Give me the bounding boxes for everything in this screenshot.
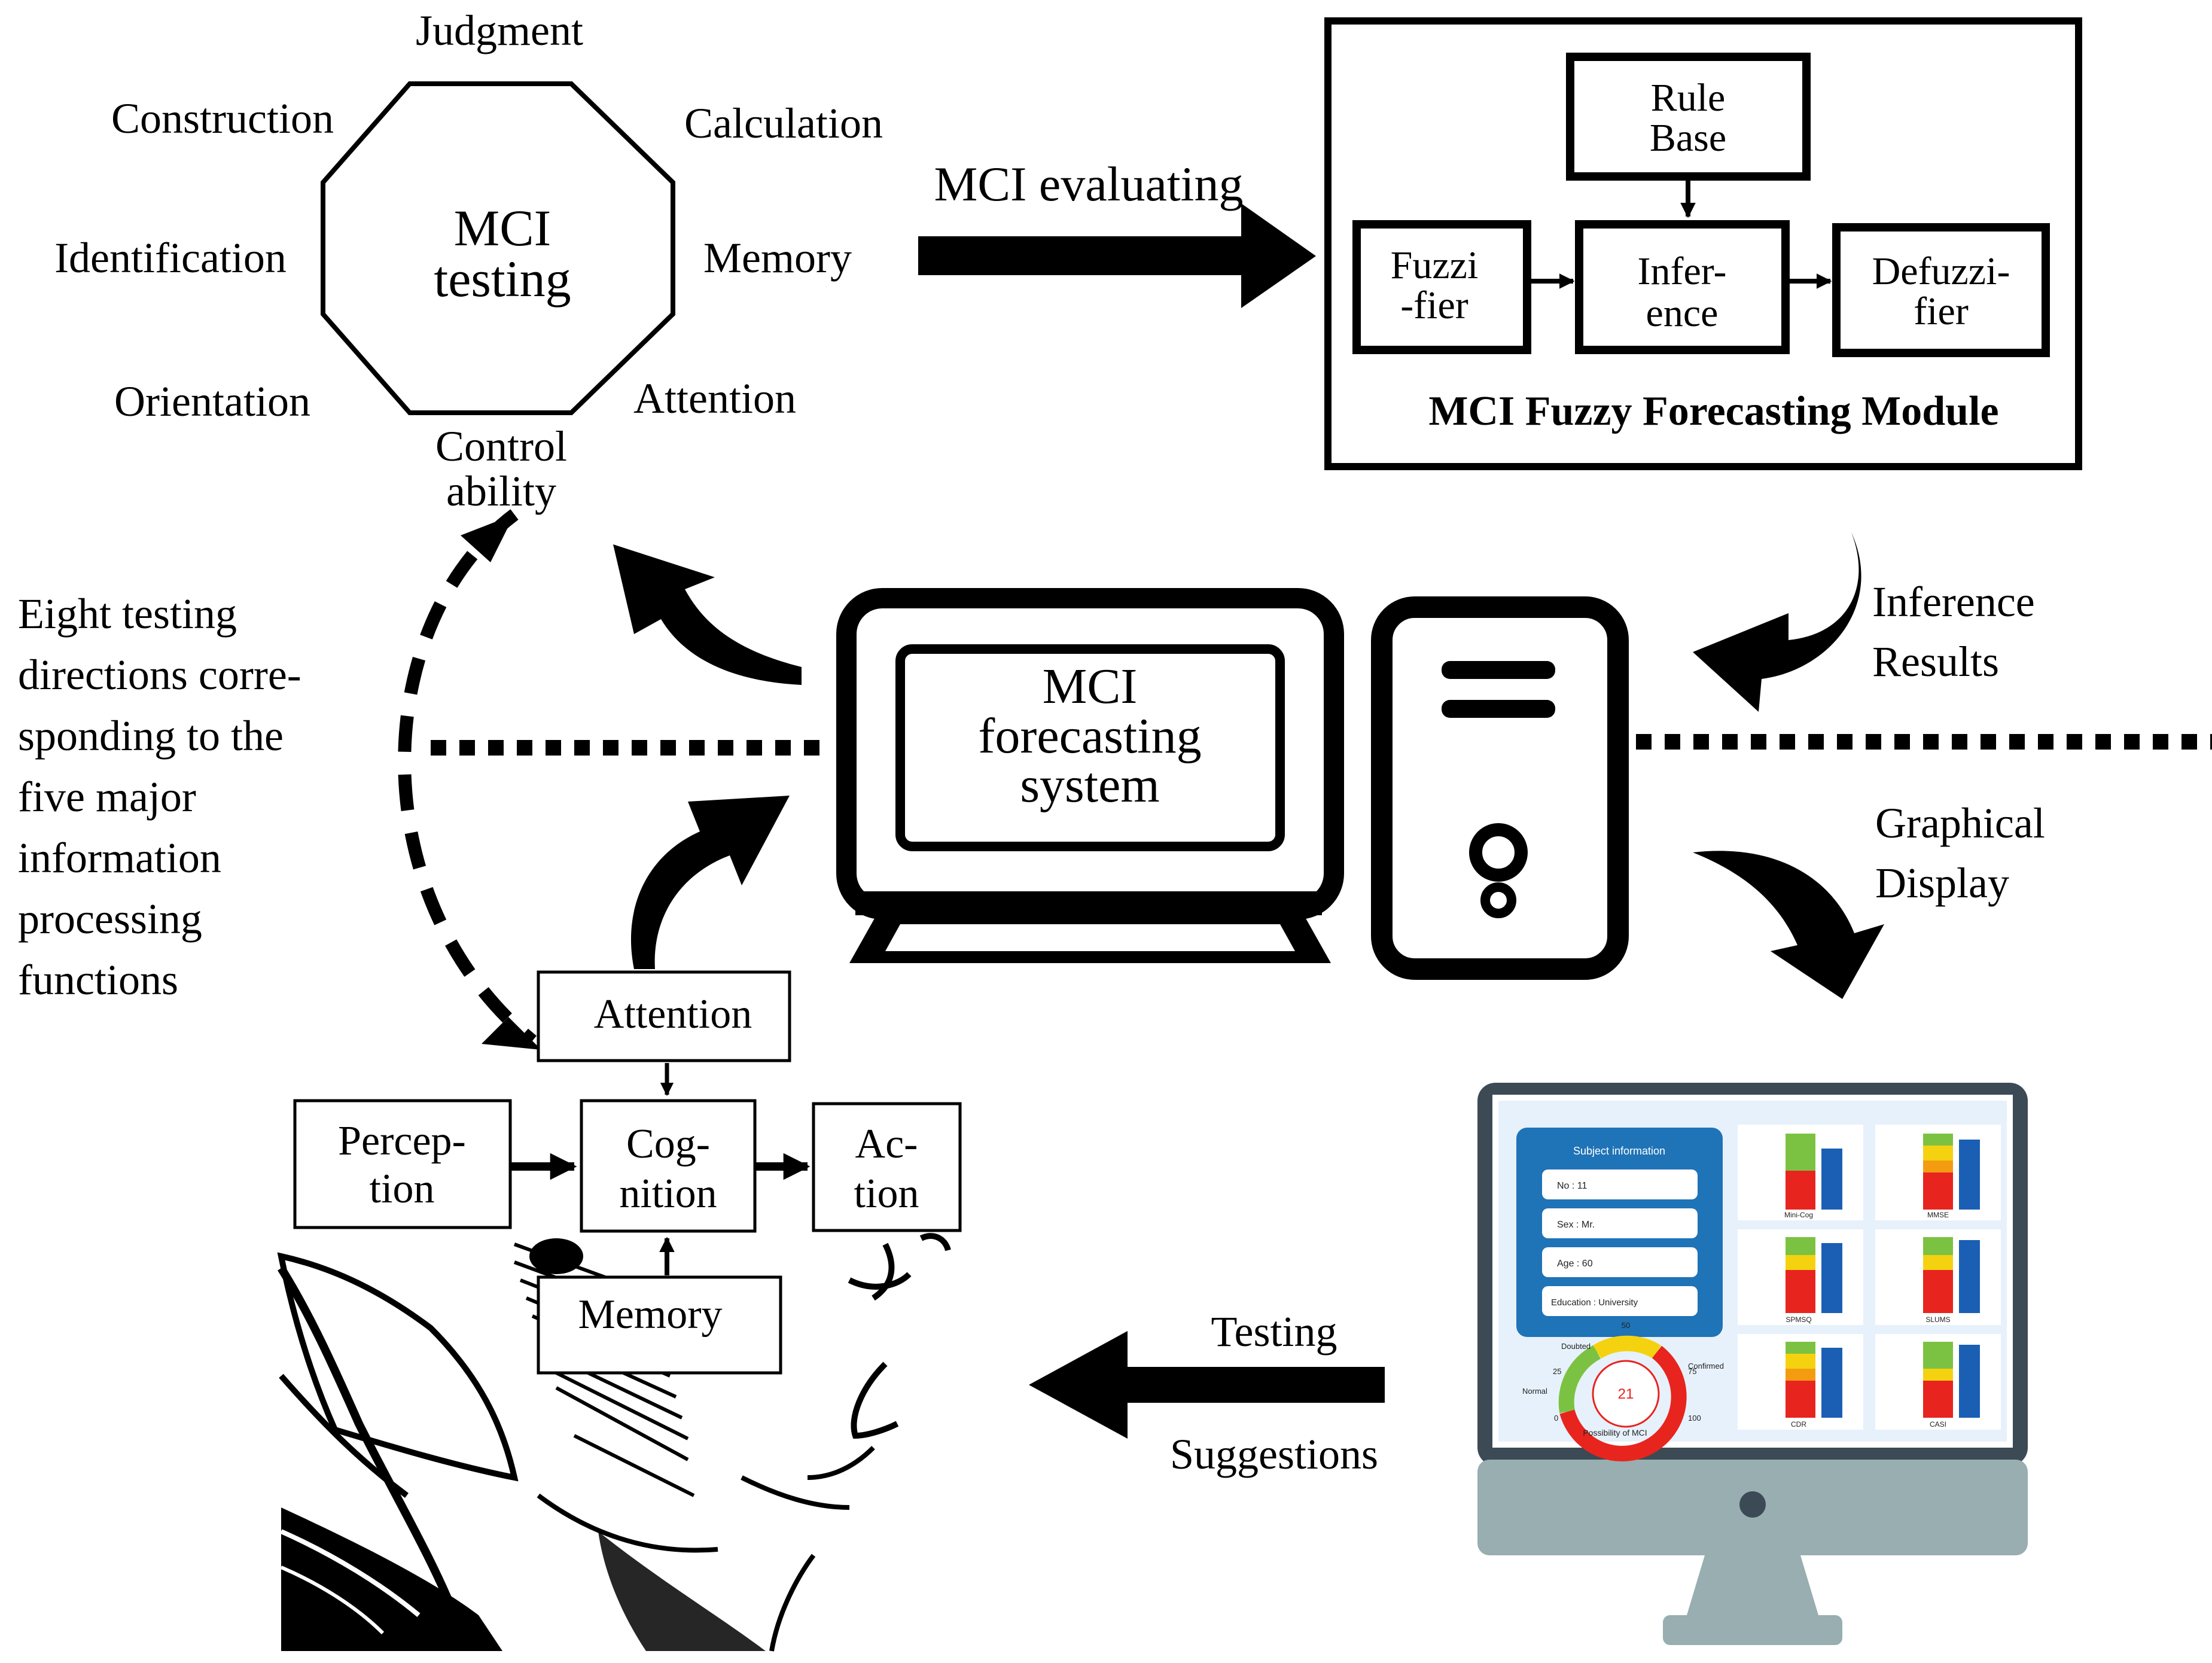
field-no: No : 11 (1557, 1181, 1588, 1191)
svg-text:tion: tion (370, 1166, 435, 1212)
inference-box (1575, 220, 1790, 354)
label-judgment: Judgment (416, 7, 583, 54)
graphical-display-1: Graphical (1875, 799, 2045, 847)
suggestions-label: Suggestions (1170, 1430, 1378, 1478)
svg-text:SLUMS: SLUMS (1925, 1315, 1950, 1324)
svg-text:Mini-Cog: Mini-Cog (1784, 1211, 1813, 1219)
fuzzy-module-title: MCI Fuzzy Forecasting Module (1428, 388, 1998, 434)
label-construction: Construction (111, 95, 334, 142)
fuzzifier-box (1352, 220, 1531, 354)
svg-text:75: 75 (1688, 1367, 1696, 1376)
dashed-curve-arrow (398, 509, 537, 1046)
mci-testing-octagon: MCI testing (321, 81, 675, 415)
label-attention: Attention (633, 374, 796, 422)
system-line-3: system (1020, 757, 1159, 813)
label-identification: Identification (54, 234, 287, 282)
dashboard-chart-slums: SLUMS (1875, 1229, 2001, 1325)
attention-to-system-arrow (630, 796, 790, 969)
attention-label: Attention (594, 991, 752, 1037)
svg-text:Cog-: Cog- (626, 1121, 710, 1167)
label-control-2: ability (446, 467, 556, 515)
label-calculation: Calculation (684, 99, 883, 147)
system-to-testing-arrow (613, 544, 802, 685)
svg-text:Base: Base (1650, 116, 1726, 160)
svg-text:Rule: Rule (1651, 76, 1726, 120)
gauge-value: 21 (1618, 1386, 1634, 1402)
system-line-1: MCI (1043, 659, 1138, 714)
svg-text:Defuzzi-: Defuzzi- (1872, 249, 2010, 293)
inference-results-1: Inference (1872, 578, 2035, 626)
dashboard-chart-spmsq: SPMSQ (1738, 1229, 1863, 1325)
attention-box (537, 970, 791, 1062)
memory-box (537, 1275, 782, 1375)
svg-text:Infer-: Infer- (1638, 249, 1727, 293)
graphical-display-arrow (1693, 851, 1884, 999)
dashboard-chart-mini-cog: Mini-Cog (1738, 1125, 1863, 1220)
svg-text:Ac-: Ac- (855, 1121, 918, 1167)
label-control-1: Control (435, 422, 567, 470)
svg-text:SPMSQ: SPMSQ (1786, 1315, 1811, 1324)
evaluating-label: MCI evaluating (934, 157, 1244, 211)
memory-label: Memory (578, 1292, 722, 1338)
graphical-display-2: Display (1875, 859, 2009, 907)
fuzzy-module: Rule Base Fuzzi -fier Infer- ence Defuzz… (1324, 17, 2082, 470)
forecasting-computer: MCI forecasting system (836, 588, 1344, 963)
dashed-arrowhead-top (461, 514, 514, 562)
gauge-caption: Possibility of MCI (1583, 1428, 1647, 1437)
field-education: Education : University (1551, 1297, 1638, 1308)
svg-text:CDR: CDR (1791, 1420, 1806, 1429)
svg-text:nition: nition (619, 1171, 717, 1217)
dashboard-chart-mmse: MMSE (1875, 1125, 2001, 1220)
svg-text:50: 50 (1622, 1321, 1630, 1330)
svg-text:25: 25 (1553, 1367, 1561, 1376)
dashboard-chart-casi: CASI (1875, 1334, 2001, 1430)
svg-text:sponding to the: sponding to the (18, 712, 284, 760)
svg-text:Fuzzi: Fuzzi (1391, 243, 1479, 287)
svg-text:ence: ence (1646, 291, 1719, 335)
svg-text:Doubted: Doubted (1561, 1342, 1591, 1351)
dashed-arrowhead-bottom (482, 1017, 541, 1050)
display-monitor: Subject information No : 11 Sex : Mr. Ag… (1477, 1083, 2028, 1645)
svg-text:CASI: CASI (1930, 1420, 1946, 1429)
svg-text:Percep-: Percep- (338, 1118, 466, 1164)
eight-directions-text: Eight testing directions corre- sponding… (18, 590, 301, 1004)
svg-text:five major: five major (18, 773, 196, 821)
label-memory: Memory (703, 234, 852, 282)
svg-text:tion: tion (854, 1171, 919, 1217)
computer-tower (1371, 596, 1629, 980)
processing-flow: Attention Percep- tion Cog- nition Ac- t… (293, 970, 962, 1375)
field-sex: Sex : Mr. (1557, 1220, 1595, 1230)
svg-text:functions: functions (18, 956, 178, 1004)
perception-box (293, 1099, 512, 1229)
svg-text:Normal: Normal (1522, 1387, 1547, 1396)
evaluating-arrow (918, 203, 1316, 308)
svg-text:directions corre-: directions corre- (18, 651, 301, 699)
svg-text:100: 100 (1688, 1414, 1701, 1423)
system-line-2: forecasting (978, 708, 1201, 764)
svg-text:-fier: -fier (1400, 284, 1468, 327)
dashboard-chart-cdr: CDR (1738, 1334, 1863, 1430)
svg-text:MMSE: MMSE (1927, 1211, 1949, 1219)
cognition-box (580, 1099, 757, 1233)
subject-info-title: Subject information (1573, 1145, 1665, 1157)
octagon-line-1: MCI (454, 199, 551, 257)
action-box (812, 1102, 962, 1232)
svg-text:processing: processing (18, 895, 202, 943)
rule-base-box (1566, 53, 1811, 181)
svg-text:fier: fier (1914, 290, 1969, 333)
defuzzifier-box (1832, 223, 2050, 357)
field-age: Age : 60 (1557, 1259, 1593, 1269)
svg-text:information: information (18, 834, 221, 882)
octagon-line-2: testing (434, 250, 571, 307)
testing-suggestions-arrow (1029, 1331, 1385, 1439)
inference-curved-arrow (1693, 532, 1861, 712)
svg-text:Eight testing: Eight testing (18, 590, 237, 638)
svg-text:0: 0 (1554, 1414, 1558, 1423)
label-orientation: Orientation (114, 377, 310, 425)
svg-text:Confirmed: Confirmed (1688, 1362, 1724, 1370)
testing-label: Testing (1211, 1308, 1337, 1356)
inference-results-2: Results (1872, 638, 1999, 686)
